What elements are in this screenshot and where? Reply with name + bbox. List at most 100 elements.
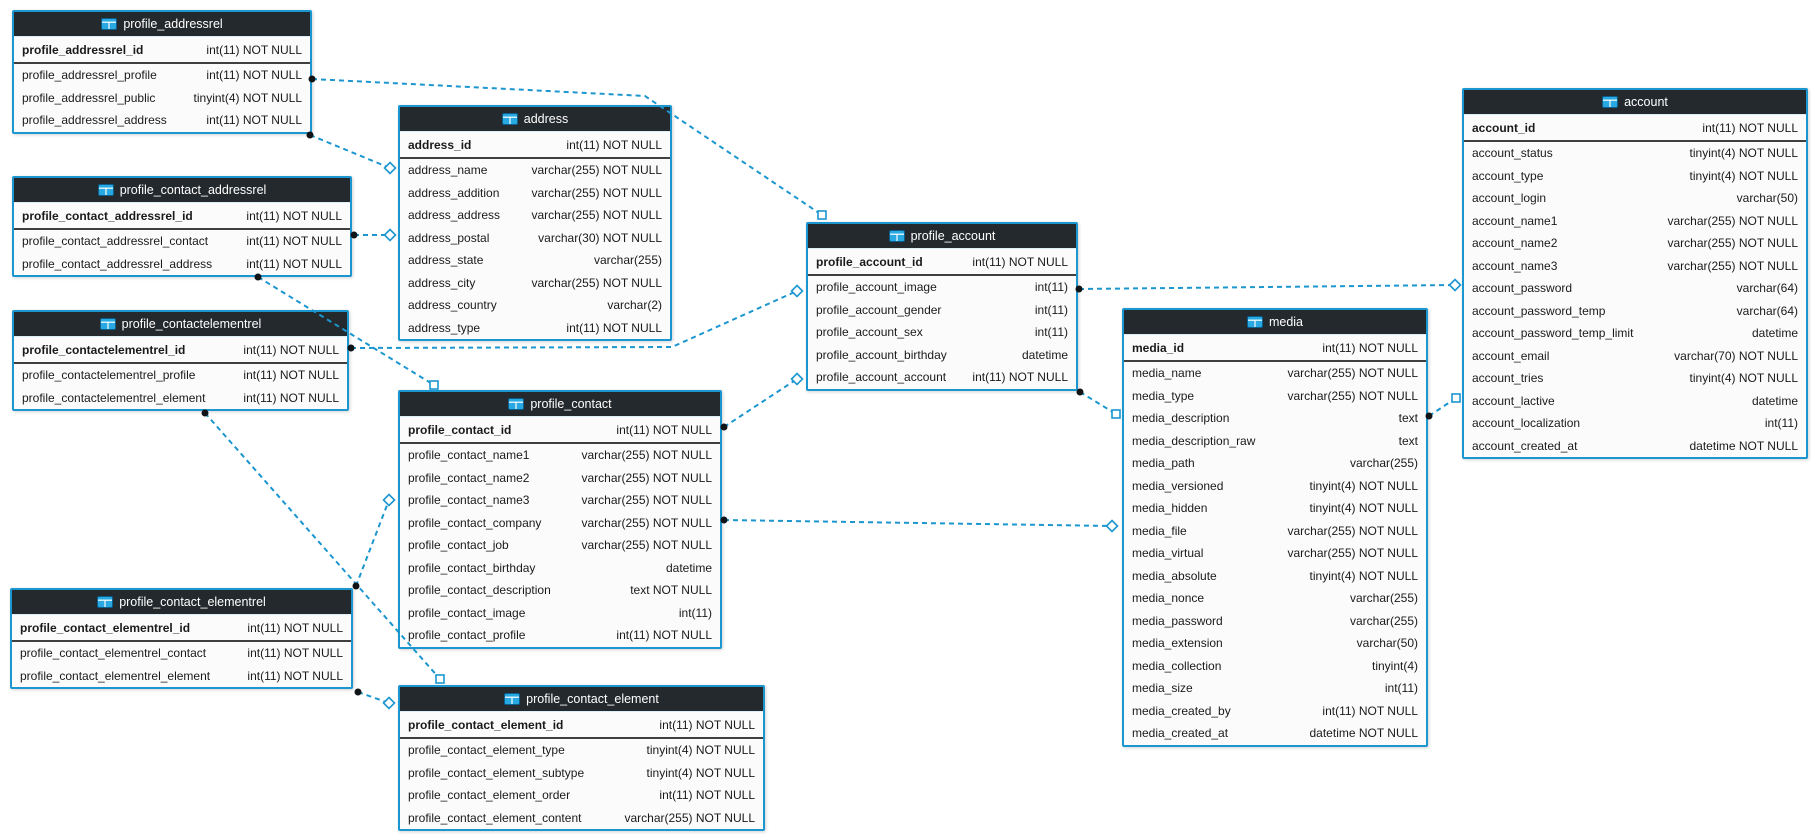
table-header[interactable]: profile_addressrel (14, 12, 310, 37)
table-header[interactable]: media (1124, 310, 1426, 335)
relationship-profile_addressrel-to-address[interactable] (306, 131, 397, 175)
relationship-profile_contact_elementrel-to-profile_contact_element[interactable] (354, 688, 396, 710)
relationship-profile_contact-to-media[interactable] (720, 516, 1119, 533)
table-profile_contact_element[interactable]: profile_contact_element profile_contact_… (398, 685, 765, 831)
table-header[interactable]: profile_contactelementrel (14, 312, 347, 337)
table-header[interactable]: profile_contact_element (400, 687, 763, 712)
table-profile_contactelementrel[interactable]: profile_contactelementrel profile_contac… (12, 310, 349, 411)
table-profile_addressrel[interactable]: profile_addressrel profile_addressrel_id… (12, 10, 312, 134)
table-header[interactable]: profile_contact_elementrel (12, 590, 351, 615)
relationship-profile_contact_elementrel-to-profile_contact[interactable] (352, 493, 396, 590)
relationship-profile_contact-to-profile_account[interactable] (720, 372, 804, 431)
relationship-media-to-account[interactable] (1425, 393, 1461, 420)
relationship-profile_account-to-media[interactable] (1076, 388, 1121, 419)
table-profile_contact_elementrel[interactable]: profile_contact_elementrel profile_conta… (10, 588, 353, 689)
table-header[interactable]: profile_contact_addressrel (14, 178, 350, 203)
table-header[interactable]: address (400, 107, 670, 132)
relationship-profile_account-to-account[interactable] (1075, 278, 1462, 293)
table-header[interactable]: profile_account (808, 224, 1076, 249)
table-profile_contact_addressrel[interactable]: profile_contact_addressrel profile_conta… (12, 176, 352, 277)
relationship-profile_contact_addressrel-to-address[interactable] (350, 228, 397, 242)
table-header[interactable]: profile_contact (400, 392, 720, 417)
table-header[interactable]: account (1464, 90, 1806, 115)
